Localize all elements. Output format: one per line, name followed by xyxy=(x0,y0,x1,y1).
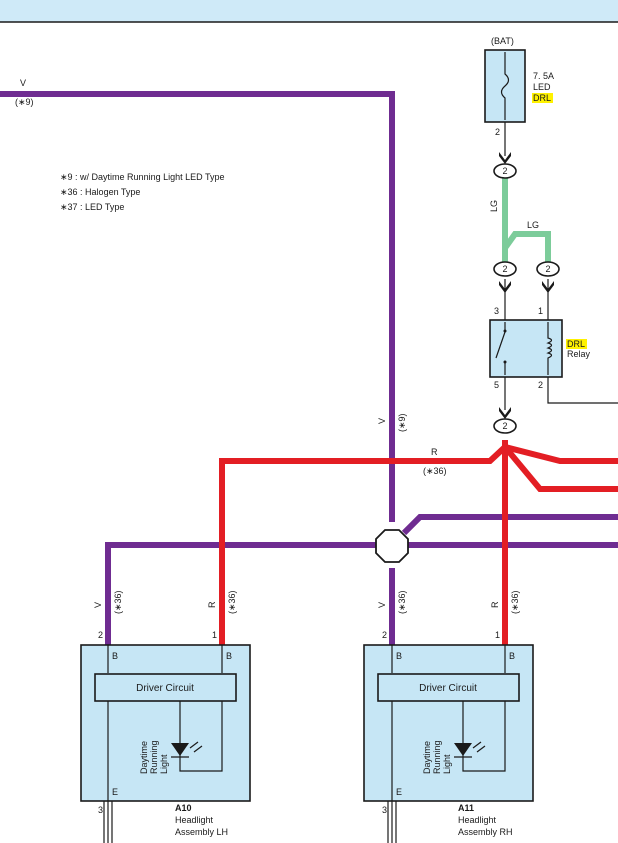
wire-rh-r-label: R xyxy=(490,601,500,608)
relay-name1-highlight xyxy=(566,339,587,349)
rh-title1: Headlight xyxy=(458,815,497,825)
relay-name1: DRL xyxy=(567,339,585,349)
wire-lg-branch-label: LG xyxy=(527,220,539,230)
lh-term-left: B xyxy=(112,651,118,661)
wire-violet-to-lh xyxy=(105,542,392,646)
headlight-lh: 2 1 B B Driver Circuit Daytime Running L… xyxy=(80,630,251,843)
relay-name2: Relay xyxy=(567,349,591,359)
wire-top-v-note: (∗9) xyxy=(15,97,34,107)
lh-pin-v: 2 xyxy=(98,630,103,640)
wire-lh-r-label: R xyxy=(207,601,217,608)
fuse-line2-highlight xyxy=(532,93,553,103)
wire-rh-r-note: (∗36) xyxy=(510,590,520,614)
splice-icon xyxy=(375,529,409,563)
rh-term-bottom: E xyxy=(396,787,402,797)
wire-lh-r-note: (∗36) xyxy=(227,590,237,614)
note-1: ∗9 : w/ Daytime Running Light LED Type xyxy=(60,172,224,182)
wire-lh-v-label: V xyxy=(93,602,103,608)
connector-arrow-1 xyxy=(499,152,511,164)
connector-4-label: 2 xyxy=(502,421,507,431)
note-2: ∗36 : Halogen Type xyxy=(60,187,140,197)
headlight-rh: 2 1 B B Driver Circuit Daytime Running L… xyxy=(363,630,534,843)
wire-lg-branch xyxy=(502,231,551,262)
connector-arrow-4 xyxy=(499,407,511,419)
lh-driver-box xyxy=(94,673,237,702)
fuse-line2: DRL xyxy=(533,93,551,103)
connector-3 xyxy=(536,261,560,277)
connector-arrow-2 xyxy=(499,281,511,293)
wire-red-to-lh xyxy=(219,444,508,646)
rh-driver-box xyxy=(377,673,520,702)
wire-red-right2 xyxy=(502,445,618,492)
lh-term-bottom: E xyxy=(112,787,118,797)
lh-pin-r: 1 xyxy=(212,630,217,640)
wire-violet-right-upper xyxy=(401,514,618,536)
fuse-line1: LED xyxy=(533,82,551,92)
connector-2-label: 2 xyxy=(502,264,507,274)
rh-pin-r: 1 xyxy=(495,630,500,640)
rh-driver-label: Driver Circuit xyxy=(419,683,477,694)
connector-2 xyxy=(493,261,517,277)
lh-light2: Running xyxy=(149,740,159,774)
lh-pin-bottom: 3 xyxy=(98,805,103,815)
led-icon xyxy=(454,741,486,758)
lh-title2: Assembly LH xyxy=(175,827,228,837)
rh-light3: Light xyxy=(442,754,452,774)
relay-pin-top-right: 1 xyxy=(538,306,543,316)
wire-r-mid-note: (∗36) xyxy=(423,466,447,476)
wire-relay-ground xyxy=(547,377,618,404)
relay-pin-bottom-right: 2 xyxy=(538,380,543,390)
lh-term-right: B xyxy=(226,651,232,661)
rh-term-right: B xyxy=(509,651,515,661)
relay-box xyxy=(489,319,563,378)
lh-title1: Headlight xyxy=(175,815,214,825)
connector-1 xyxy=(493,163,517,179)
fuse-icon xyxy=(500,52,510,120)
wire-rh-v-label: V xyxy=(377,602,387,608)
lh-driver-label: Driver Circuit xyxy=(136,683,194,694)
rh-code: A11 xyxy=(458,803,474,813)
wire-r-mid-label: R xyxy=(431,447,438,457)
wire-violet-top xyxy=(0,91,395,522)
wire-red-right1 xyxy=(504,444,618,464)
rh-light2: Running xyxy=(432,740,442,774)
connector-arrow-3 xyxy=(542,281,554,293)
wire-lg-vertical-label: LG xyxy=(489,200,499,212)
fuse-source: (BAT) xyxy=(491,36,514,46)
wire-v-mid-note: (∗9) xyxy=(397,413,407,432)
connector-1-label: 2 xyxy=(502,166,507,176)
lh-light3: Light xyxy=(159,754,169,774)
wire-top-v-label: V xyxy=(20,78,26,88)
rh-pin-v: 2 xyxy=(382,630,387,640)
lh-code: A10 xyxy=(175,803,192,813)
rh-box xyxy=(363,644,534,802)
lh-light1: Daytime xyxy=(139,741,149,774)
relay-pin-top-left: 3 xyxy=(494,306,499,316)
relay-coil-icon xyxy=(546,322,553,375)
wire-rh-v-note: (∗36) xyxy=(397,590,407,614)
wire-v-mid-label: V xyxy=(377,418,387,424)
rh-light1: Daytime xyxy=(422,741,432,774)
fuse-rating: 7. 5A xyxy=(533,71,554,81)
fuse-pin: 2 xyxy=(495,127,500,137)
wire-lh-v-note: (∗36) xyxy=(113,590,123,614)
connector-3-label: 2 xyxy=(545,264,550,274)
note-3: ∗37 : LED Type xyxy=(60,202,124,212)
rh-term-left: B xyxy=(396,651,402,661)
header-band xyxy=(0,0,618,22)
rh-pin-bottom: 3 xyxy=(382,805,387,815)
rh-title2: Assembly RH xyxy=(458,827,513,837)
connector-4 xyxy=(493,418,517,434)
lh-box xyxy=(80,644,251,802)
relay-pin-bottom-left: 5 xyxy=(494,380,499,390)
led-icon xyxy=(171,741,203,758)
